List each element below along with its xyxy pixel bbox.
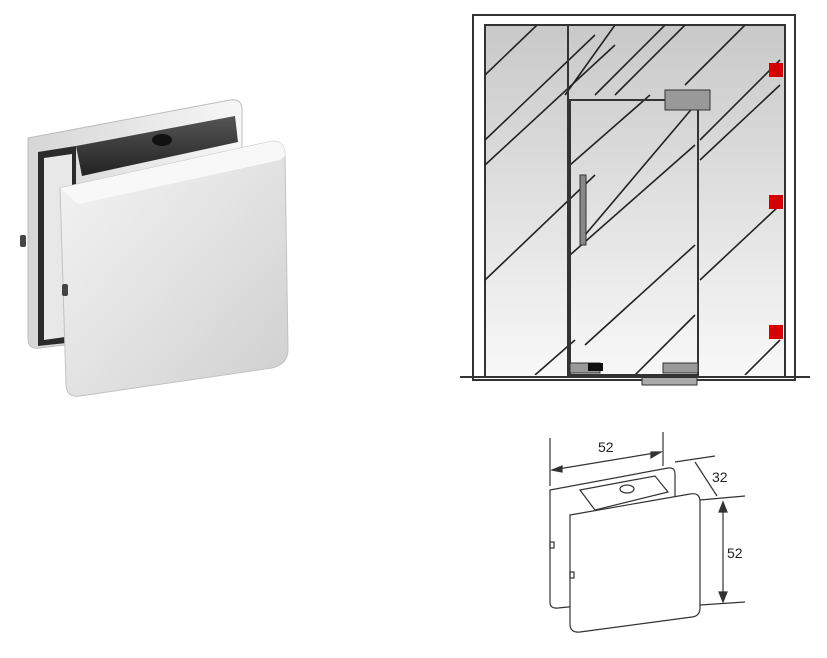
installation-diagram xyxy=(455,5,815,395)
glass-hatch xyxy=(485,25,781,375)
glass-door-drawing xyxy=(460,14,810,386)
height-dimension-label: 52 xyxy=(727,545,743,561)
depth-dimension-label: 32 xyxy=(712,469,728,485)
width-dimension-label: 52 xyxy=(598,439,614,455)
clamp-marker-top xyxy=(769,63,783,77)
clamp-dimension-illustration: 52 32 52 xyxy=(549,432,746,633)
clamp-photo-illustration xyxy=(20,99,289,397)
product-photo xyxy=(10,80,310,410)
clamp-marker-middle xyxy=(769,195,783,209)
dimension-drawing: 52 32 52 xyxy=(540,430,760,650)
clamp-marker-bottom xyxy=(769,325,783,339)
